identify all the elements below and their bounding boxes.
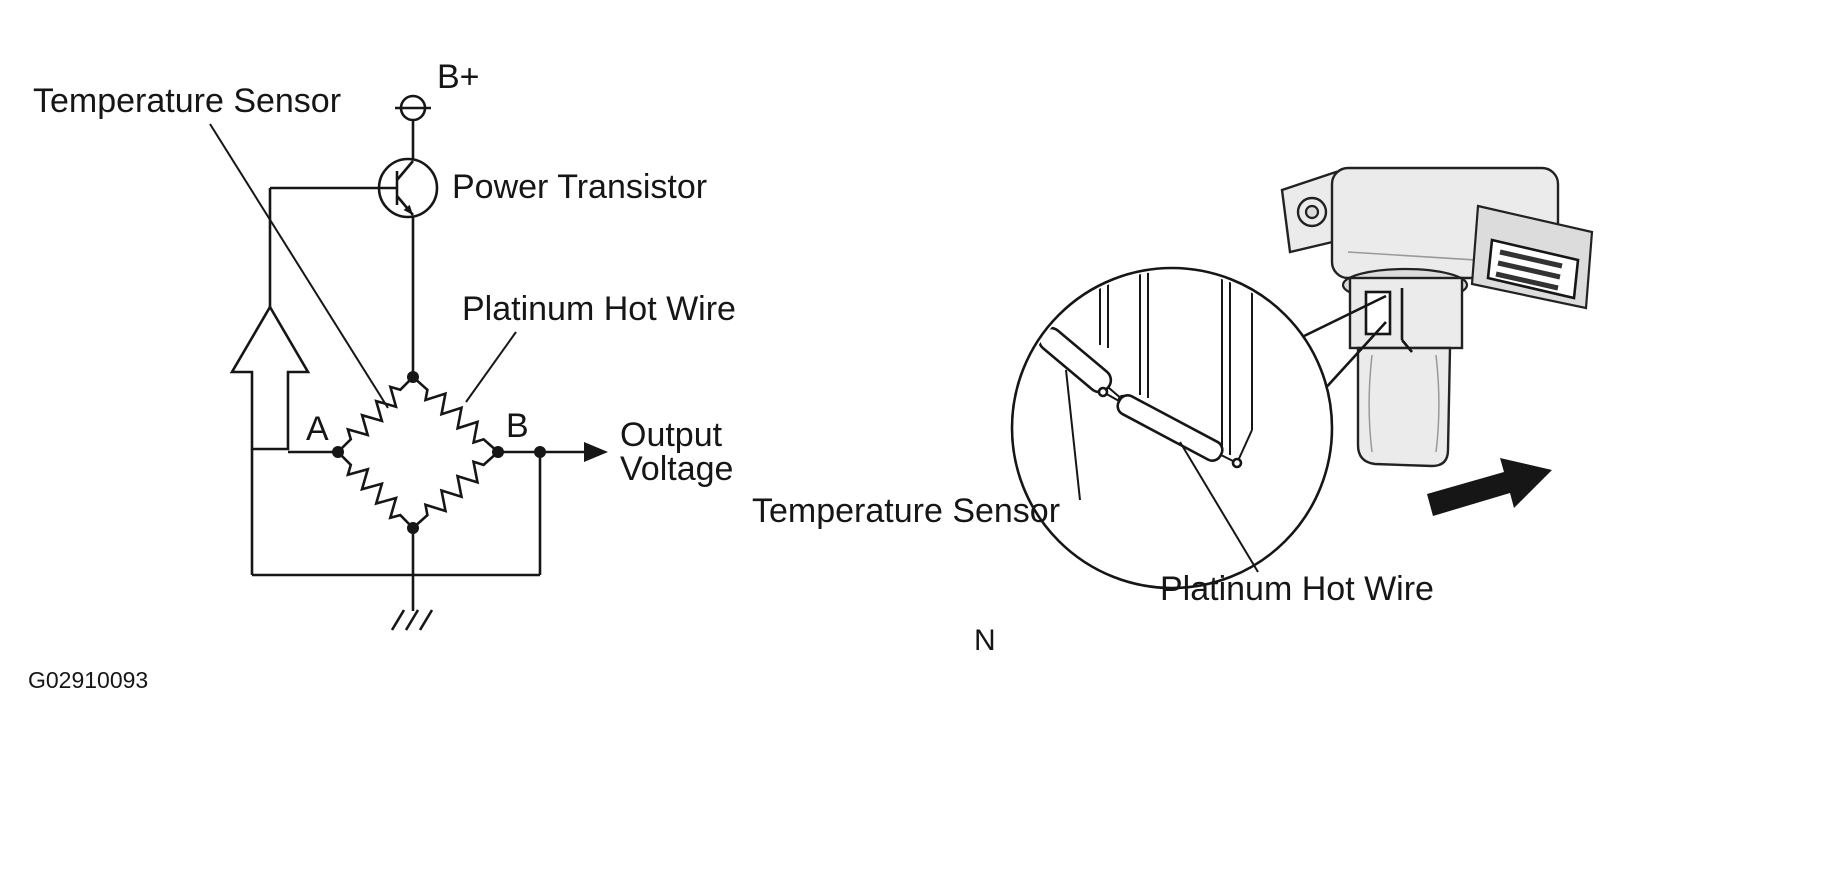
maf-sensor-illustration: Temperature Sensor Platinum Hot Wire N	[752, 166, 1594, 657]
temperature-sensor-label: Temperature Sensor	[33, 82, 341, 120]
b-plus-terminal-icon	[395, 94, 431, 122]
circuit-diagram: Temperature Sensor B+ Power Transistor P…	[33, 58, 736, 631]
platinum-hot-wire-label: Platinum Hot Wire	[462, 290, 736, 328]
node-b-label: B	[506, 407, 529, 445]
wheatstone-bridge	[332, 371, 504, 534]
ground-icon	[390, 609, 434, 631]
temperature-sensor-callout-leader	[1065, 369, 1081, 501]
power-transistor-symbol	[377, 157, 439, 219]
platinum-hot-wire-leader-line	[465, 331, 517, 403]
node-a-label: A	[306, 410, 329, 448]
output-voltage-label-line1: Output	[620, 416, 723, 454]
b-plus-label: B+	[437, 58, 480, 96]
platinum-hot-wire-callout-label: Platinum Hot Wire	[1160, 570, 1434, 608]
temperature-sensor-leader-line	[209, 123, 389, 409]
amplifier-arrow	[229, 304, 311, 451]
output-arrow	[498, 442, 608, 462]
resistor-platinum-hot-wire	[412, 376, 499, 453]
hot-wire-element	[1097, 386, 1253, 469]
note-n-label: N	[974, 624, 996, 657]
airflow-arrow	[1427, 458, 1552, 516]
connector-pins	[1495, 249, 1563, 291]
maf-body	[1280, 166, 1594, 468]
bridge-node-top	[407, 371, 419, 383]
platinum-hot-wire-callout-leader	[1179, 441, 1259, 573]
temperature-sensor-callout-label: Temperature Sensor	[752, 492, 1060, 530]
magnifier-callout-lines	[1299, 294, 1387, 393]
resistor-bottom-right	[412, 451, 499, 529]
power-transistor-label: Power Transistor	[452, 168, 707, 206]
resistor-temperature-sensor	[337, 376, 414, 453]
output-voltage-label-line2: Voltage	[620, 450, 733, 488]
figure-id: G02910093	[28, 667, 148, 693]
resistor-bottom-left	[337, 451, 414, 529]
bridge-wiring	[250, 449, 542, 611]
